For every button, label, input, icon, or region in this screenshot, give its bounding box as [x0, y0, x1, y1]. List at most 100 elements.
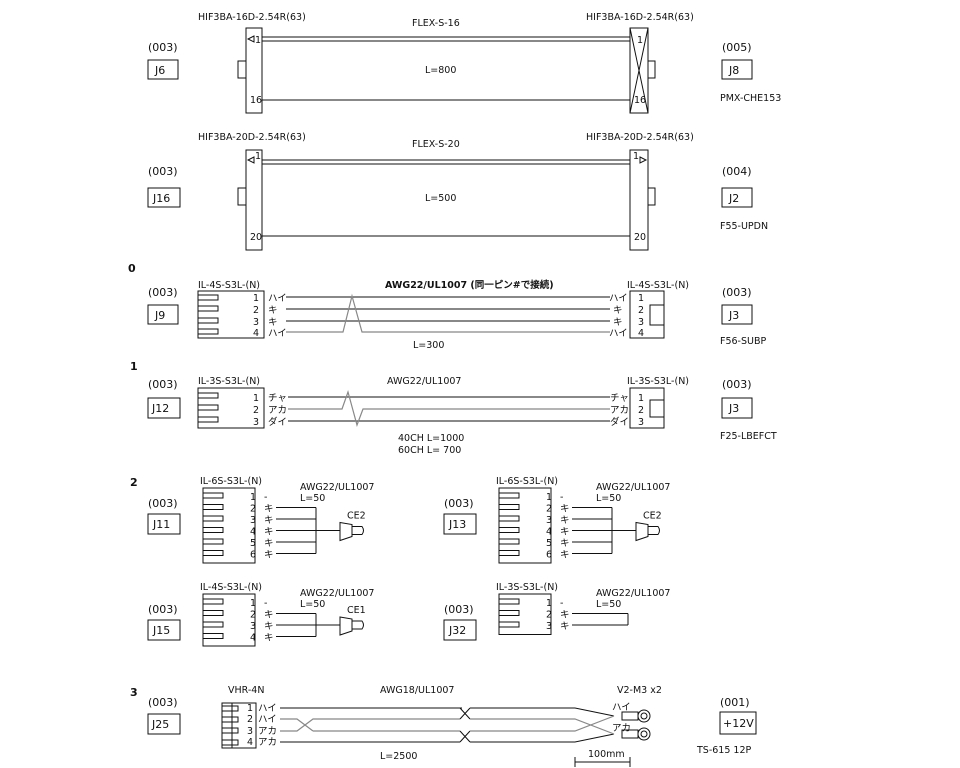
cable-label: AWG18/UL1007 — [380, 685, 454, 696]
diagram-label: チャ — [610, 393, 629, 404]
diagram-label: キ — [613, 317, 623, 328]
qty-label: (003) — [148, 603, 178, 616]
left-connector-label: VHR-4N — [228, 685, 264, 696]
pin-number: 5 — [546, 538, 552, 549]
diagram-label: キ — [268, 317, 278, 328]
wire-color: - — [560, 598, 563, 609]
connector-id: J13 — [448, 518, 466, 531]
connector-label: IL-6S-S3L-(N) — [496, 476, 558, 487]
pin-number: 3 — [546, 515, 552, 526]
right-part: TS-615 12P — [696, 745, 752, 756]
diagram-label: ハイ — [268, 293, 287, 304]
left-connector — [245, 27, 263, 114]
row-mark: 2 — [130, 476, 138, 489]
harness-j16-j2: (003) J16 HIF3BA-20D-2.54R(63) 1 20 FLEX… — [147, 132, 768, 251]
pin-last: 20 — [250, 232, 262, 243]
ring-terminal-icon — [621, 727, 651, 741]
left-connector-tab — [237, 60, 247, 79]
pin-number: 6 — [250, 550, 256, 561]
wire-color: - — [264, 492, 267, 503]
terminal-label: CE1 — [347, 605, 366, 616]
right-id: J8 — [728, 64, 739, 77]
diagram-label: 1 — [638, 393, 644, 404]
cable-label: FLEX-S-20 — [412, 139, 460, 150]
right-connector — [629, 387, 665, 429]
diagram-label: 2 — [247, 714, 253, 725]
diagram-label: 3 — [638, 317, 644, 328]
wire-color: - — [560, 492, 563, 503]
wire-color: キ — [264, 610, 274, 621]
qty-label: (003) — [444, 603, 474, 616]
left-connector — [197, 387, 265, 429]
pin-number: 3 — [250, 621, 256, 632]
pin-first: 1 — [255, 35, 261, 46]
id-box — [147, 619, 181, 641]
connector-label: IL-3S-S3L-(N) — [496, 582, 558, 593]
wire-color: キ — [560, 621, 570, 632]
diagram-label: キ — [268, 305, 278, 316]
wire-color: キ — [560, 550, 570, 561]
harness-j6-j8: (003) J6 HIF3BA-16D-2.54R(63) 1 16 FLEX-… — [147, 12, 781, 114]
closed-end-connector-icon — [635, 521, 660, 542]
diagram-label: チャ — [268, 393, 287, 404]
left-id: J12 — [151, 402, 169, 415]
pin-number: 4 — [546, 527, 552, 538]
left-qty: (003) — [148, 696, 178, 709]
diagram-label: 2 — [638, 305, 644, 316]
diagram-label: 2 — [253, 305, 259, 316]
pin-last-right: 20 — [634, 232, 646, 243]
left-connector-label: HIF3BA-16D-2.54R(63) — [198, 12, 306, 23]
pin-number: 3 — [250, 515, 256, 526]
left-id: J9 — [154, 309, 165, 322]
id-box — [147, 513, 181, 535]
wire-color: キ — [264, 538, 274, 549]
right-connector-label: IL-3S-S3L-(N) — [627, 376, 689, 387]
right-qty: (004) — [722, 165, 752, 178]
right-qty: (005) — [722, 41, 752, 54]
pin-number: 6 — [546, 550, 552, 561]
wire-color: キ — [560, 538, 570, 549]
left-qty: (003) — [148, 378, 178, 391]
diagram-label: ハイ — [268, 328, 287, 339]
right-id: +12V — [723, 717, 754, 730]
right-id: J3 — [728, 402, 739, 415]
diagram-label: ダイ — [610, 416, 629, 428]
id-box — [443, 513, 477, 535]
connector-label: IL-6S-S3L-(N) — [200, 476, 262, 487]
cable-label: AWG22/UL1007 — [300, 588, 374, 599]
diagram-label: アカ — [258, 737, 277, 748]
wire-color: キ — [264, 621, 274, 632]
pin1-marker-icon — [246, 35, 255, 43]
left-id: J16 — [152, 192, 170, 205]
right-id: J2 — [728, 192, 739, 205]
pin-number: 2 — [546, 610, 552, 621]
scale-bar-label: 100mm — [588, 749, 625, 760]
diagram-label: キ — [613, 305, 623, 316]
right-qty: (003) — [722, 378, 752, 391]
right-part: PMX-CHE153 — [720, 93, 781, 104]
terminal-label: V2-M3 x2 — [617, 685, 662, 696]
pin-number: 2 — [250, 504, 256, 515]
diagram-label: アカ — [268, 405, 287, 416]
length-label: L=50 — [596, 599, 621, 610]
diagram-label: 1 — [247, 703, 253, 714]
diagram-label: ハイ — [609, 293, 628, 304]
right-part: F55-UPDN — [720, 221, 768, 232]
wire-color: キ — [264, 527, 274, 538]
length-label: L=500 — [425, 193, 456, 204]
left-connector-label: IL-4S-S3L-(N) — [198, 280, 260, 291]
right-part: F25-LBEFCT — [720, 431, 777, 442]
diagram-label: ダイ — [268, 416, 287, 428]
row-mark: 3 — [130, 686, 138, 699]
wire-color: キ — [560, 504, 570, 515]
diagram-label: 1 — [638, 293, 644, 304]
left-id: J6 — [154, 64, 165, 77]
diagram-label: 3 — [247, 726, 253, 737]
